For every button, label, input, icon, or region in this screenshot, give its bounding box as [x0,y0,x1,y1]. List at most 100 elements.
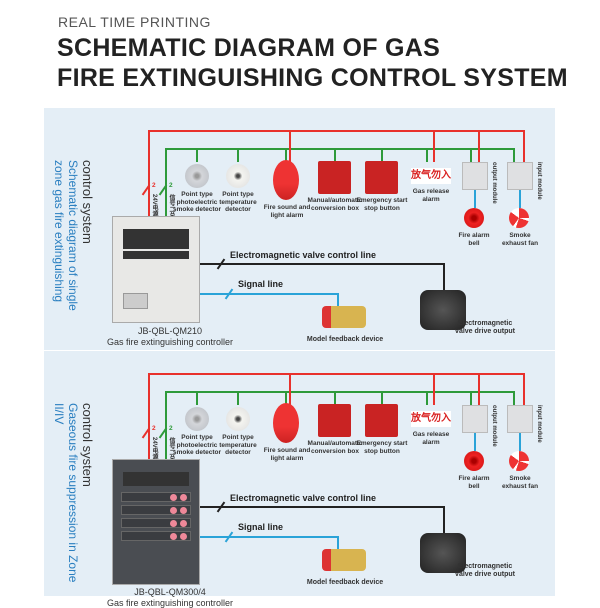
side-title: control system [80,403,95,487]
bus-wire-label: 信号二总线 [168,194,174,224]
controller-display [123,472,189,486]
valve-control-line-label: Electromagnetic valve control line [230,493,377,503]
bus-drop [426,391,428,405]
sound-light-alarm-icon [273,160,299,200]
side-subtitle: Gaseous fire suppression in Zone II/IV [52,403,80,583]
controller-name: Gas fire extinguishing controller [106,337,234,347]
exhaust-fan-icon [509,451,529,471]
bus-drop [470,391,472,405]
valve-drive-icon [420,533,466,573]
bus-drop [196,148,198,162]
controller-keypad [123,251,189,259]
power-wire [148,373,150,459]
bus-drop [196,391,198,405]
conversion-box-label: Manual/automatic conversion box [307,440,363,455]
exhaust-fan-icon [509,208,529,228]
page-title-line-1: SCHEMATIC DIAGRAM OF GAS [57,34,441,62]
module-link [474,190,476,208]
bus-drop [334,391,336,405]
bus-wire [165,391,167,459]
power-drop [478,130,480,162]
valve-drive-label: Electromagnetic valve drive output [455,563,515,578]
sound-light-alarm-label: Fire sound and light alarm [263,447,311,462]
sound-light-alarm-label: Fire sound and light alarm [263,204,311,219]
page-title-line-2: FIRE EXTINGUISHING CONTROL SYSTEM [57,64,568,92]
input-module-icon [507,162,533,190]
controller-cabinet[interactable] [112,216,200,323]
feedback-device-icon [322,306,366,328]
wire-count: 2 [152,425,156,432]
sound-light-alarm-icon [273,403,299,443]
exhaust-fan-label: Smoke exhaust fan [501,475,539,490]
conversion-box-icon [318,404,351,437]
feedback-device-label: Model feedback device [306,336,384,343]
power-wire-label: 24V电源线 [151,437,157,466]
gas-release-sign: 放气勿入 [411,411,451,427]
conversion-box-label: Manual/automatic conversion box [307,197,363,212]
output-module-label: output module [491,162,497,204]
power-wire [148,130,150,216]
bus-wire [165,391,513,393]
exhaust-fan-label: Smoke exhaust fan [501,232,539,247]
signal-line [337,293,339,307]
module-link [474,433,476,451]
signal-line-label: Signal line [238,279,284,289]
bus-drop [513,148,515,162]
module-link [519,433,521,451]
valve-control-line [200,263,444,265]
smoke-detector-label: Point type photoelectric smoke detector [172,434,222,456]
temperature-detector-label: Point type temperature detector [219,434,257,456]
gas-release-sign: 放气勿入 [411,168,451,184]
wire-count: 2 [169,425,173,432]
side-caption: control system Gaseous fire suppression … [52,403,95,600]
emergency-button-label: Emergency start stop button [356,440,408,455]
bus-wire [165,148,167,216]
signal-line [337,536,339,550]
zone-control-row [121,492,191,502]
power-drop [289,130,291,162]
side-subtitle: Schematic diagram of single zone gas fir… [52,160,80,311]
bus-drop [470,148,472,162]
side-title: control system [80,160,95,244]
gas-release-alarm-label: Gas release alarm [412,431,450,446]
output-module-icon [462,162,488,190]
power-drop [478,373,480,405]
input-module-icon [507,405,533,433]
valve-control-line [443,506,445,534]
wire-count: 2 [152,182,156,189]
valve-drive-label: Electromagnetic valve drive output [455,320,515,335]
output-module-icon [462,405,488,433]
smoke-detector-icon [185,164,209,188]
controller-cabinet[interactable] [112,459,200,585]
fire-bell-icon [464,208,484,228]
valve-control-line [200,506,444,508]
smoke-detector-label: Point type photoelectric smoke detector [172,191,222,213]
valve-control-line [443,263,445,291]
power-wire-label: 24V电源线 [151,194,157,223]
signal-line-label: Signal line [238,522,284,532]
bus-wire [165,148,513,150]
emergency-button-label: Emergency start stop button [356,197,408,212]
power-wire [148,373,524,375]
power-drop [433,373,435,405]
emergency-button-icon [365,161,398,194]
bus-drop [426,148,428,162]
feedback-device-icon [322,549,366,571]
emergency-button-icon [365,404,398,437]
feedback-device-label: Model feedback device [306,579,384,586]
bus-drop [285,391,287,405]
kicker-text: REAL TIME PRINTING [58,14,211,30]
zone-control-row [121,505,191,515]
bus-wire-label: 信号二总线 [168,437,174,467]
input-module-label: input module [536,162,542,200]
module-link [519,190,521,208]
valve-drive-icon [420,290,466,330]
power-wire [148,130,524,132]
bus-drop [334,148,336,162]
zone-control-row [121,518,191,528]
signal-line [200,536,338,538]
smoke-detector-icon [185,407,209,431]
input-module-label: input module [536,405,542,443]
bus-drop [381,148,383,162]
temperature-detector-label: Point type temperature detector [219,191,257,213]
